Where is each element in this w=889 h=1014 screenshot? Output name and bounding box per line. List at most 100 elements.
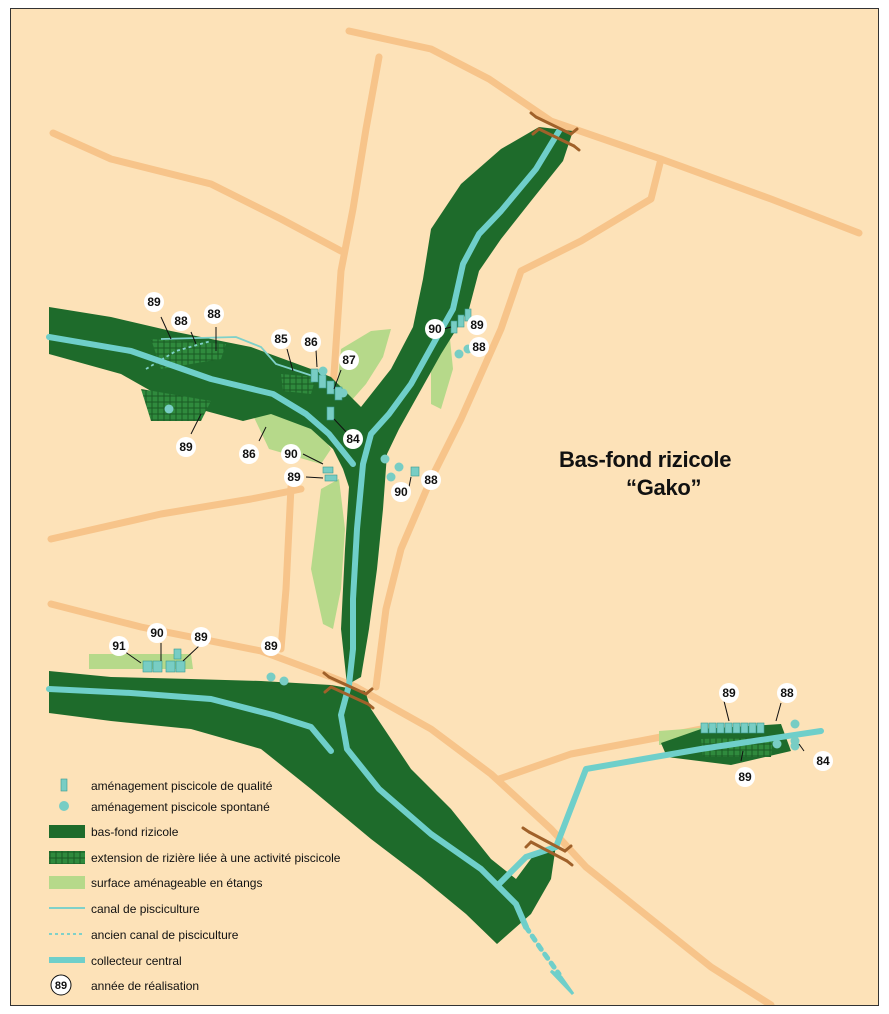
year-label-text: 85 xyxy=(274,332,288,346)
quality-pond xyxy=(152,660,163,673)
canal-northwest xyxy=(160,336,317,378)
legend-swatch-spontaneous-pond xyxy=(59,801,69,811)
quality-pond xyxy=(732,722,741,734)
rice-extension-west xyxy=(141,389,211,421)
year-label-circle xyxy=(239,444,259,464)
spontaneous-ponds xyxy=(164,344,800,751)
road-west-mid xyxy=(47,485,305,543)
road-north-east xyxy=(345,27,863,237)
legend-swatch-rice-extension xyxy=(49,851,85,864)
legend-year-sample: 89 xyxy=(55,980,67,992)
year-label-text: 89 xyxy=(147,295,161,309)
quality-pond xyxy=(310,368,319,383)
spontaneous-pond xyxy=(279,676,289,686)
rice-southwest xyxy=(49,671,556,944)
year-label-90-d: 90 xyxy=(147,623,167,643)
year-label-89-b: 89 xyxy=(176,437,196,457)
legend-swatch-rice-lowland xyxy=(49,825,85,838)
year-label-89-d: 89 xyxy=(467,315,487,335)
year-label-87-a: 87 xyxy=(339,350,359,370)
year-label-text: 88 xyxy=(174,314,188,328)
pond-surface-river-left xyxy=(311,479,345,629)
year-label-text: 90 xyxy=(150,626,164,640)
quality-pond xyxy=(708,722,717,734)
year-label-circle xyxy=(469,337,489,357)
quality-pond xyxy=(175,660,186,673)
year-label-text: 87 xyxy=(342,353,356,367)
quality-pond xyxy=(410,466,420,477)
year-label-circle xyxy=(191,627,211,647)
year-label-text: 84 xyxy=(346,432,360,446)
year-label-90-a: 90 xyxy=(281,444,301,464)
rice-north-valley xyxy=(49,127,573,685)
map-title-line-1: Bas-fond rizicole xyxy=(559,447,732,472)
legend-label-pond-surface: surface aménageable en étangs xyxy=(91,876,262,890)
year-label-circle xyxy=(421,470,441,490)
bridges xyxy=(322,111,581,867)
outflow-arrow xyxy=(549,969,575,996)
bridge-north xyxy=(529,111,581,152)
legend-label-quality-pond: aménagement piscicole de qualité xyxy=(91,779,273,793)
year-label-circle xyxy=(204,304,224,324)
year-label-circle xyxy=(109,636,129,656)
canals xyxy=(145,336,317,378)
legend-swatch-pond-surface xyxy=(49,876,85,889)
year-label-circle xyxy=(339,350,359,370)
spontaneous-pond xyxy=(772,739,782,749)
year-label-circle xyxy=(301,332,321,352)
collector-west-branch xyxy=(46,334,356,467)
quality-ponds xyxy=(142,308,765,734)
year-label-circle xyxy=(271,329,291,349)
year-label-84-b: 84 xyxy=(813,751,833,771)
year-label-circle xyxy=(719,683,739,703)
spontaneous-pond xyxy=(380,454,390,464)
year-label-circle xyxy=(425,319,445,339)
map-canvas: 8988888586878489869089908988908891908989… xyxy=(46,27,863,1005)
legend-label-fish-canal: canal de pisciculture xyxy=(91,902,200,916)
quality-pond xyxy=(748,722,757,734)
year-label-89-c: 89 xyxy=(284,467,304,487)
year-label-text: 90 xyxy=(428,322,442,336)
collector-outflow xyxy=(523,924,562,977)
quality-pond xyxy=(450,320,458,334)
collector-east-lower xyxy=(553,728,824,850)
bridge-centre xyxy=(322,671,375,710)
year-label-circle xyxy=(813,751,833,771)
spontaneous-pond xyxy=(266,672,276,682)
year-label-89-h: 89 xyxy=(735,767,755,787)
legend-swatch-quality-pond xyxy=(60,778,68,792)
spontaneous-pond xyxy=(790,741,800,751)
year-label-text: 88 xyxy=(472,340,486,354)
road-west-north xyxy=(49,129,345,255)
year-label-88-c: 88 xyxy=(469,337,489,357)
year-label-86-b: 86 xyxy=(239,444,259,464)
road-west-spur xyxy=(277,483,295,653)
quality-pond xyxy=(142,660,153,673)
year-label-circle xyxy=(777,683,797,703)
year-label-text: 89 xyxy=(738,770,752,784)
spontaneous-pond xyxy=(338,388,348,398)
roads xyxy=(47,27,863,1005)
bridge-south xyxy=(521,826,574,867)
year-label-text: 89 xyxy=(287,470,301,484)
quality-pond xyxy=(322,466,334,474)
year-label-88-e: 88 xyxy=(777,683,797,703)
spontaneous-pond xyxy=(454,349,464,359)
year-label-circle xyxy=(281,444,301,464)
map-title-line-2: “Gako” xyxy=(626,475,702,500)
year-label-circle xyxy=(343,429,363,449)
year-label-text: 88 xyxy=(424,473,438,487)
year-label-89-f: 89 xyxy=(261,636,281,656)
year-label-text: 89 xyxy=(470,318,484,332)
quality-pond xyxy=(457,314,465,328)
year-label-circle xyxy=(391,482,411,502)
quality-pond xyxy=(318,374,327,389)
legend-label-old-canal: ancien canal de pisciculture xyxy=(91,928,239,942)
year-label-85-a: 85 xyxy=(271,329,291,349)
collector-south xyxy=(338,682,529,930)
legend-label-rice-lowland: bas-fond rizicole xyxy=(91,825,179,839)
quality-pond xyxy=(324,474,338,482)
rice-extension-centre xyxy=(281,374,316,394)
year-label-84-a: 84 xyxy=(343,429,363,449)
